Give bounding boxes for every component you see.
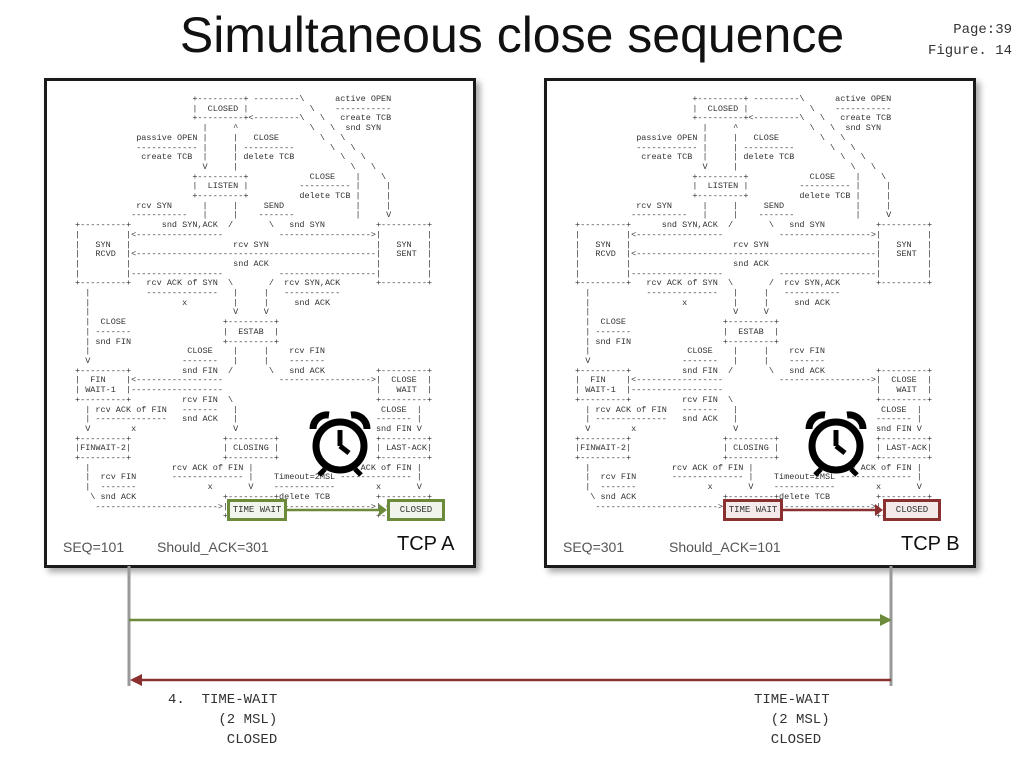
page-number: Page:39: [953, 22, 1012, 38]
page-info: Page:39 Figure. 14: [928, 20, 1012, 62]
tcp-a-panel: +---------+ ---------\ active OPEN | CLO…: [44, 78, 476, 568]
alarm-clock-icon: [309, 411, 371, 477]
tcp-a-final-states: 4. TIME-WAIT (2 MSL) CLOSED: [168, 692, 278, 748]
tcp-a-transition-arrow: [287, 504, 387, 516]
tcp-a-ack-label: Should_ACK=301: [157, 539, 269, 555]
tcp-b-seq-label: SEQ=301: [563, 539, 625, 555]
figure-number: Figure. 14: [927, 43, 1012, 59]
tcp-a-closed-box: CLOSED: [387, 499, 445, 521]
page-title: Simultaneous close sequence: [179, 7, 845, 63]
alarm-clock-icon: [805, 411, 867, 477]
tcp-a-seq-label: SEQ=101: [63, 539, 125, 555]
tcp-b-final-states: TIME-WAIT (2 MSL) CLOSED: [754, 692, 830, 748]
tcp-b-ack-label: Should_ACK=101: [669, 539, 781, 555]
tcp-b-label: TCP B: [901, 533, 960, 555]
tcp-b-closed-box: CLOSED: [883, 499, 941, 521]
tcp-b-transition-arrow: [783, 504, 883, 516]
tcp-a-fsm-diagram: +---------+ ---------\ active OPEN | CLO…: [75, 94, 433, 521]
tcp-b-panel: +---------+ ---------\ active OPEN | CLO…: [544, 78, 976, 568]
tcp-a-time-wait-box: TIME WAIT: [227, 499, 287, 521]
tcp-a-label: TCP A: [397, 533, 455, 555]
tcp-b-time-wait-box: TIME WAIT: [723, 499, 783, 521]
tcp-b-fsm-diagram: +---------+ ---------\ active OPEN | CLO…: [575, 94, 933, 521]
